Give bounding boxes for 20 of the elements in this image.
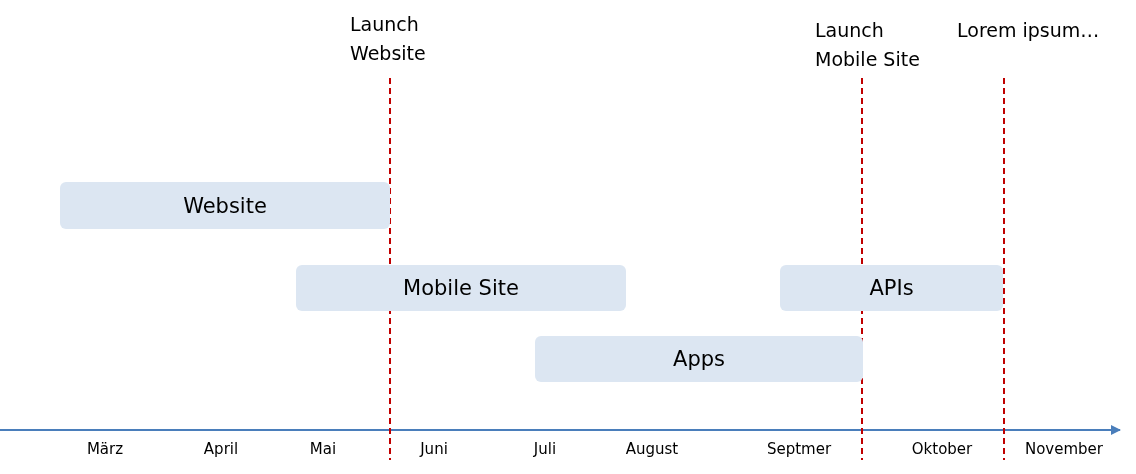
- task-label: APIs: [869, 276, 914, 300]
- month-label: März: [86, 440, 124, 458]
- task-bar: [780, 265, 1003, 311]
- task-bar: [296, 265, 626, 311]
- month-label: April: [203, 440, 239, 458]
- task-bar: [535, 336, 863, 382]
- task-label: Website: [183, 193, 267, 218]
- month-label: Juni: [420, 440, 448, 458]
- month-label: Mai: [309, 440, 337, 458]
- task-bar: [60, 182, 390, 229]
- month-label: Oktober: [911, 440, 973, 458]
- month-label: Septmer: [766, 440, 832, 458]
- month-label: Juli: [533, 440, 557, 458]
- milestone-label: Lorem ipsum…: [957, 18, 1101, 43]
- milestone-label: Launch Website: [350, 12, 427, 66]
- month-label: November: [1025, 440, 1103, 458]
- task-label: Apps: [673, 347, 725, 371]
- month-label: August: [625, 440, 679, 458]
- milestone-label: Launch Mobile Site: [815, 18, 921, 72]
- task-label: Mobile Site: [403, 276, 519, 300]
